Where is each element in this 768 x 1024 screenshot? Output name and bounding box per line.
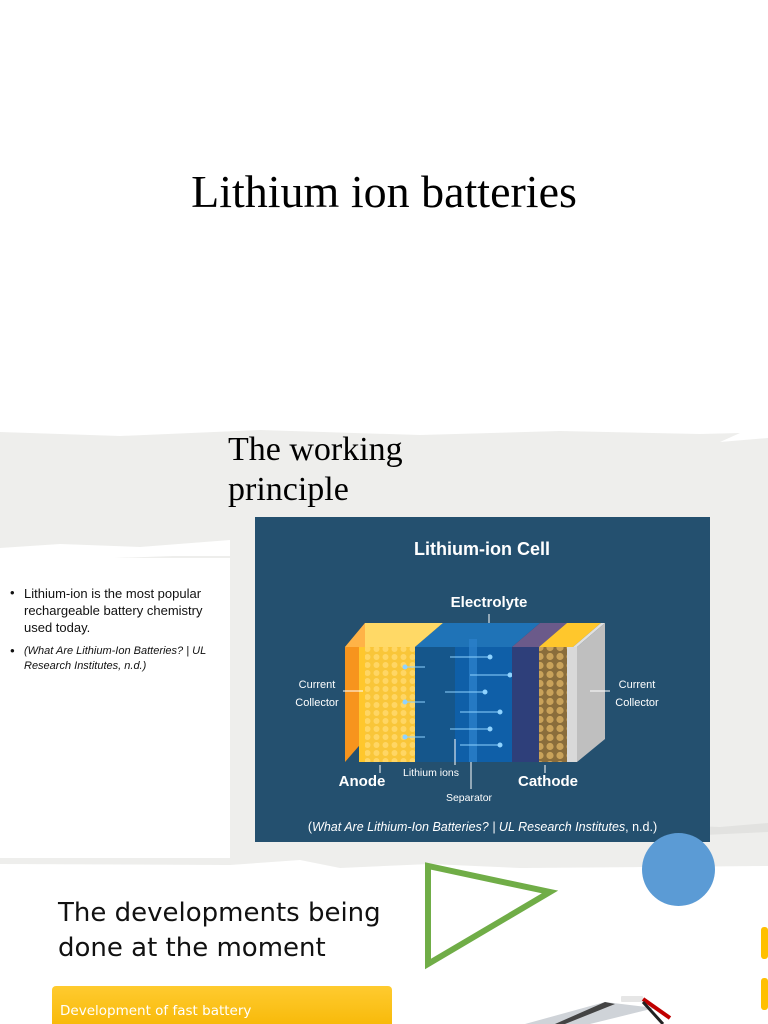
cell-diagram: Lithium-ion Cell Electrolyte	[295, 539, 659, 804]
decorative-circle	[642, 833, 715, 906]
bullet-item: Lithium-ion is the most popular recharge…	[10, 584, 225, 636]
left-collector-label-2: Collector	[295, 697, 339, 709]
development-box: Development of fast battery	[52, 986, 392, 1024]
figure-heading: Lithium-ion Cell	[414, 539, 550, 559]
caption-rest: , n.d.)	[625, 820, 658, 834]
ion-arrows	[402, 654, 513, 748]
right-collector-label-2: Collector	[615, 697, 659, 709]
electrolyte-label: Electrolyte	[451, 594, 528, 611]
caption-open: (	[307, 820, 313, 834]
bullet-list: Lithium-ion is the most popular recharge…	[10, 584, 225, 682]
triangle-shape	[425, 862, 559, 970]
left-collector-label-1: Current	[299, 679, 336, 691]
slide2-title: The working principle	[228, 431, 403, 508]
separator-label: Separator	[446, 792, 493, 804]
decorative-bar	[761, 927, 768, 959]
bullet-citation: (What Are Lithium-Ion Batteries? | UL Re…	[10, 643, 225, 674]
separator	[469, 639, 477, 762]
battery-image	[525, 996, 672, 1024]
cathode-label: Cathode	[518, 773, 578, 790]
caption-italic: What Are Lithium-Ion Batteries? | UL Res…	[312, 820, 626, 834]
cathode-collector	[577, 623, 605, 762]
right-collector-label-1: Current	[619, 679, 656, 691]
figure-caption: (What Are Lithium-Ion Batteries? | UL Re…	[255, 820, 710, 834]
decorative-bar	[761, 978, 768, 1010]
development-box-label: Development of fast battery	[60, 1003, 252, 1019]
cathode-inner	[512, 647, 539, 762]
slide1-title: Lithium ion batteries	[191, 166, 577, 217]
lithium-ion-cell-figure: Lithium-ion Cell Electrolyte	[255, 517, 710, 842]
lithium-ions-label: Lithium ions	[403, 767, 459, 779]
slide3-title: The developments being done at the momen…	[58, 898, 381, 963]
anode-label: Anode	[339, 773, 386, 790]
